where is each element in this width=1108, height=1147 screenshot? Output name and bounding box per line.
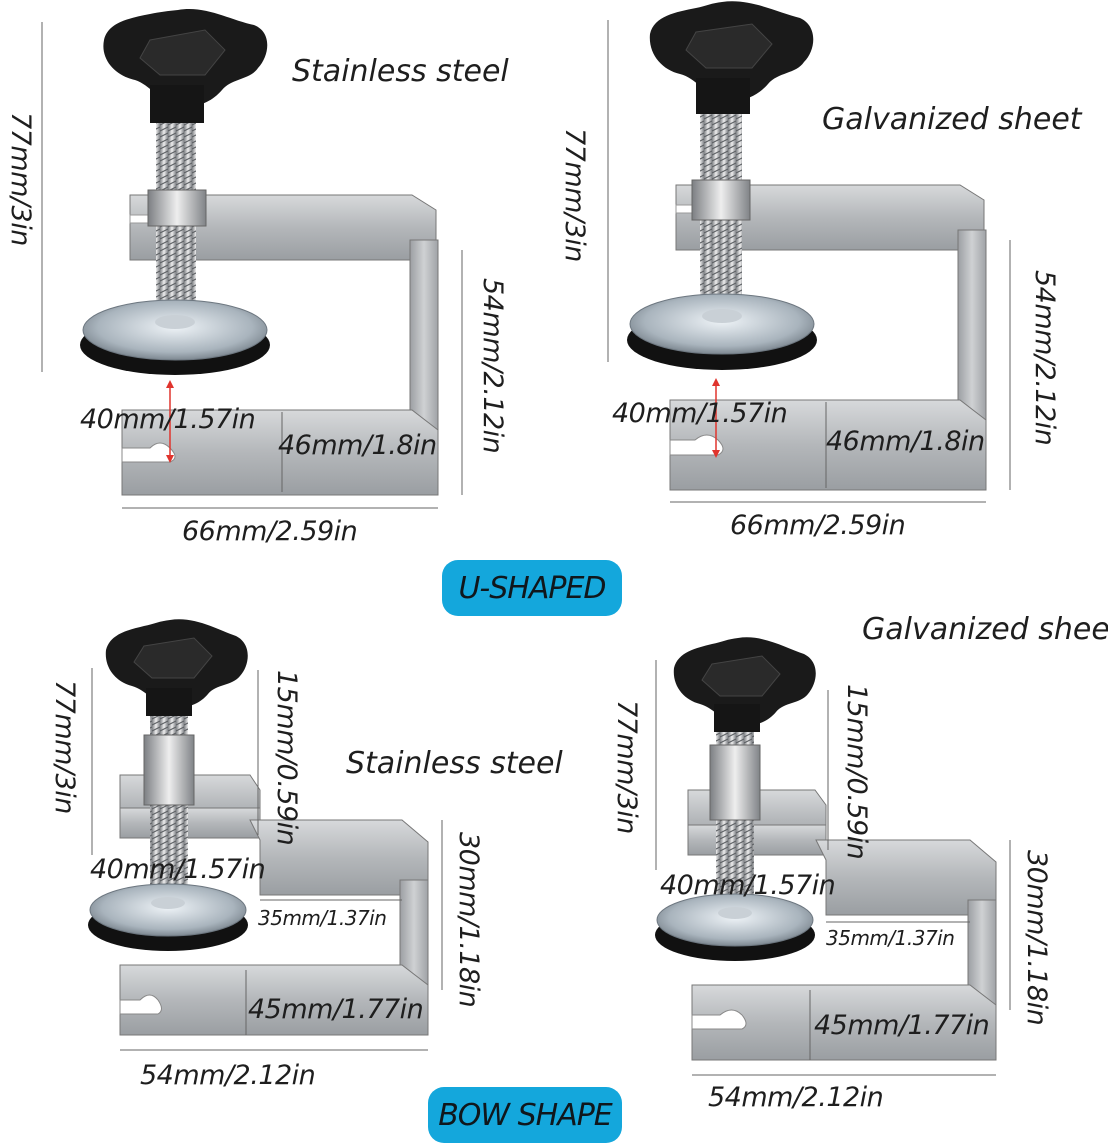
bow-shape-badge: BOW SHAPE xyxy=(428,1087,622,1143)
material-label: Stainless steel xyxy=(346,746,563,781)
height-dimension: 77mm/3in xyxy=(611,700,642,834)
step-dimension: 15mm/0.59in xyxy=(271,670,302,846)
depth-dimension: 45mm/1.77in xyxy=(814,1010,990,1041)
width-dimension: 54mm/2.12in xyxy=(140,1060,316,1091)
depth-dimension: 45mm/1.77in xyxy=(248,994,424,1025)
star-knob xyxy=(103,8,268,123)
depth-dimension: 46mm/1.8in xyxy=(826,426,985,457)
opening-dimension: 40mm/1.57in xyxy=(612,398,788,429)
opening-dimension: 40mm/1.57in xyxy=(90,854,266,885)
width-dimension: 54mm/2.12in xyxy=(708,1082,884,1113)
opening-dimension: 40mm/1.57in xyxy=(660,870,836,901)
height-dimension: 77mm/3in xyxy=(5,112,36,246)
height-dimension: 77mm/3in xyxy=(49,680,80,814)
star-knob xyxy=(105,619,248,716)
width-dimension: 66mm/2.59in xyxy=(182,516,358,547)
u-shaped-badge: U-SHAPED xyxy=(442,560,622,616)
bow-clamp-galvanized xyxy=(655,637,1011,1076)
star-knob xyxy=(649,1,814,114)
star-knob xyxy=(673,637,816,732)
step-dimension: 15mm/0.59in xyxy=(841,684,872,860)
offset-dimension: 35mm/1.37in xyxy=(258,906,387,930)
jaw-height-dimension: 54mm/2.12in xyxy=(477,278,508,454)
jaw-height-dimension: 54mm/2.12in xyxy=(1029,270,1060,446)
drop-dimension: 30mm/1.18in xyxy=(1021,850,1052,1026)
drop-dimension: 30mm/1.18in xyxy=(453,832,484,1008)
material-label: Galvanized sheet xyxy=(822,102,1082,137)
depth-dimension: 46mm/1.8in xyxy=(278,430,437,461)
offset-dimension: 35mm/1.37in xyxy=(826,926,955,950)
bow-clamp-stainless xyxy=(88,619,443,1051)
width-dimension: 66mm/2.59in xyxy=(730,510,906,541)
u-clamp-stainless xyxy=(41,8,463,509)
material-label: Stainless steel xyxy=(292,54,509,89)
opening-dimension: 40mm/1.57in xyxy=(80,404,256,435)
u-clamp-galvanized xyxy=(607,1,1011,503)
height-dimension: 77mm/3in xyxy=(559,128,590,262)
material-label: Galvanized sheet xyxy=(862,612,1108,647)
